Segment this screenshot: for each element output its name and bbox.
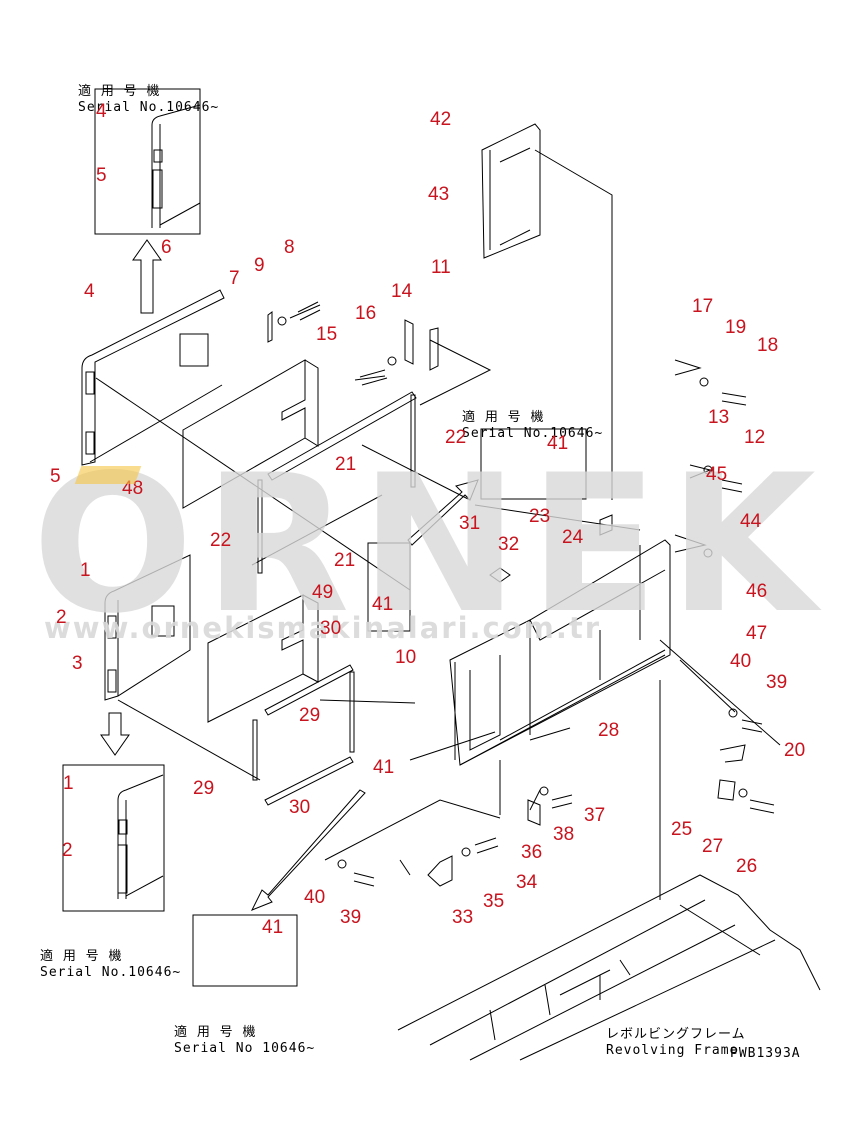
callout-12: 12 (744, 427, 766, 448)
inset-frame-bottom-center (192, 914, 298, 987)
callout-37: 37 (584, 805, 606, 826)
top-cover (481, 123, 541, 259)
inset-frame-bottom-left (62, 764, 165, 912)
callout-25: 25 (671, 819, 693, 840)
upper-door-panel (81, 289, 225, 466)
callout-8: 8 (284, 237, 295, 258)
callout-3: 3 (72, 653, 83, 674)
callout-40-left: 40 (304, 887, 326, 908)
callout-15: 15 (316, 324, 338, 345)
callout-47: 47 (746, 623, 768, 644)
callout-22-lower: 22 (210, 530, 232, 551)
callout-41-mid: 41 (547, 433, 569, 454)
watermark-url: www.ornekismakinalari.com.tr (44, 611, 602, 645)
callout-1: 1 (80, 560, 91, 581)
watermark-accent (74, 466, 142, 484)
callout-27: 27 (702, 836, 724, 857)
callout-11: 11 (431, 257, 451, 278)
callout-2: 2 (56, 607, 67, 628)
callout-5: 5 (50, 466, 61, 487)
callout-35: 35 (483, 891, 505, 912)
watermark-brand: ORNEK (32, 434, 826, 655)
inset-frame-top-left (94, 88, 201, 235)
callout-14: 14 (391, 281, 413, 302)
arrow-up (132, 239, 162, 314)
callout-49: 49 (312, 582, 334, 603)
callout-30-lower: 30 (289, 797, 311, 818)
callout-1-inset: 1 (63, 773, 74, 794)
callout-6: 6 (161, 237, 172, 258)
revolving-frame (397, 874, 821, 1031)
callout-34: 34 (516, 872, 538, 893)
callout-19: 19 (725, 317, 747, 338)
callout-43: 43 (428, 184, 450, 205)
callout-4: 4 (84, 281, 95, 302)
arrow-down (100, 712, 130, 756)
callout-29-lower: 29 (193, 778, 215, 799)
callout-5-inset: 5 (96, 165, 107, 186)
upper-sound-pad (182, 359, 306, 509)
arrow-to-bottom-inset (250, 789, 366, 911)
callout-18: 18 (757, 335, 779, 356)
callout-22-upper: 22 (445, 427, 467, 448)
callout-23: 23 (529, 506, 551, 527)
callout-39-right: 39 (766, 672, 788, 693)
callout-31: 31 (459, 513, 481, 534)
callout-2-inset: 2 (62, 840, 73, 861)
callout-16: 16 (355, 303, 377, 324)
callout-40-right: 40 (730, 651, 752, 672)
lower-door-panel (104, 554, 191, 701)
callout-46: 46 (746, 581, 768, 602)
inset-frame-mid (480, 428, 587, 500)
callout-39-left: 39 (340, 907, 362, 928)
callout-41-lower-b: 41 (373, 757, 395, 778)
callout-30-upper: 30 (320, 618, 342, 639)
lower-sound-pad (207, 594, 304, 723)
callout-33: 33 (452, 907, 474, 928)
drawing-code: PWB1393A (730, 1046, 801, 1061)
callout-10: 10 (395, 647, 417, 668)
callout-29-upper: 29 (299, 705, 321, 726)
callout-28: 28 (598, 720, 620, 741)
callout-36: 36 (521, 842, 543, 863)
callout-21-lower: 21 (334, 550, 356, 571)
callout-9: 9 (254, 255, 265, 276)
callout-13: 13 (708, 407, 730, 428)
callout-38: 38 (553, 824, 575, 845)
callout-41-bottom: 41 (262, 917, 284, 938)
callout-44: 44 (740, 511, 762, 532)
callout-4-inset: 4 (96, 101, 107, 122)
callout-41-lower-a: 41 (372, 594, 394, 615)
arrow-to-mid-inset (407, 479, 479, 546)
callout-42: 42 (430, 109, 452, 130)
callout-21-upper: 21 (335, 454, 357, 475)
callout-20: 20 (784, 740, 806, 761)
inset-frame-41-a (367, 542, 411, 632)
callout-24: 24 (562, 527, 584, 548)
callout-32: 32 (498, 534, 520, 555)
callout-26: 26 (736, 856, 758, 877)
callout-7: 7 (229, 268, 240, 289)
callout-45: 45 (706, 464, 728, 485)
callout-17: 17 (692, 296, 714, 317)
